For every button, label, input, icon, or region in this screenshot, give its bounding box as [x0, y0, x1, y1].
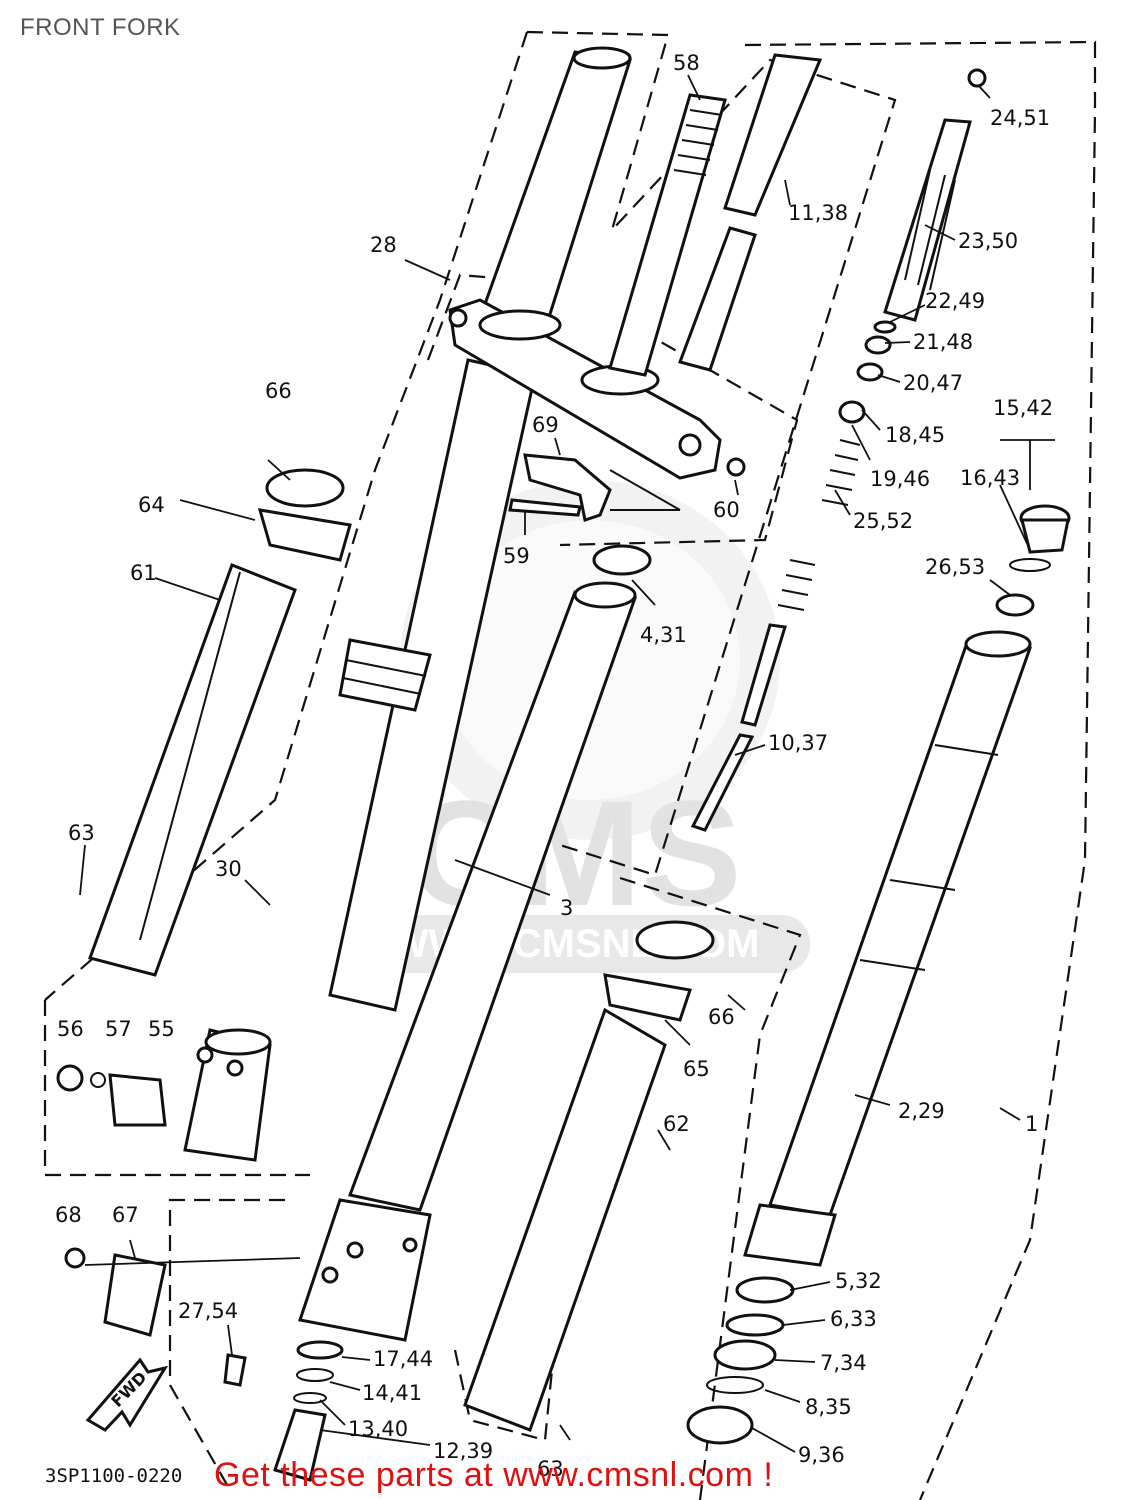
callout-25-52: 25,52 — [853, 509, 913, 533]
spring-58 — [608, 93, 727, 377]
callout-66-b: 66 — [708, 1005, 735, 1029]
center-outer-slider — [298, 1198, 432, 1342]
callout-65: 65 — [683, 1057, 710, 1081]
callout-58: 58 — [673, 51, 700, 75]
callout-59: 59 — [503, 544, 530, 568]
callout-62: 62 — [663, 1112, 690, 1136]
callout-22-49: 22,49 — [925, 289, 985, 313]
outline-lower-left — [168, 1198, 285, 1491]
outline-upper-center — [526, 30, 897, 877]
callout-16-43: 16,43 — [960, 466, 1020, 490]
footer-link-text[interactable]: Get these parts at www.cmsnl.com ! — [214, 1456, 774, 1494]
assembly-outlines — [43, 30, 1097, 1500]
callout-66-a: 66 — [265, 379, 292, 403]
cable-holder — [508, 453, 746, 522]
part-callouts: 58 24,51 11,38 23,50 28 22,49 21,48 20,4… — [55, 51, 1053, 1481]
left-outer-slider — [183, 1028, 272, 1162]
center-inner-tube — [347, 544, 652, 1212]
callout-8-35: 8,35 — [805, 1395, 852, 1419]
callout-2-29: 2,29 — [898, 1099, 945, 1123]
upper-bracket — [448, 298, 722, 480]
callout-19-46: 19,46 — [870, 467, 930, 491]
callout-6-33: 6,33 — [830, 1307, 877, 1331]
seals-and-rings — [686, 1276, 795, 1445]
callout-18-45: 18,45 — [885, 423, 945, 447]
callout-15-42: 15,42 — [993, 396, 1053, 420]
callout-3: 3 — [560, 896, 573, 920]
callout-12-39: 12,39 — [433, 1439, 493, 1463]
callout-26-53: 26,53 — [925, 555, 985, 579]
outline-bracket-right — [559, 329, 799, 547]
callout-67: 67 — [112, 1203, 139, 1227]
callout-23-50: 23,50 — [958, 229, 1018, 253]
diagram-code: 3SP1100-0220 — [45, 1465, 183, 1487]
guard-clamps — [257, 468, 715, 1022]
callout-63-b: 63 — [537, 1457, 564, 1481]
caliper-bracket — [56, 1064, 167, 1127]
callout-24-51: 24,51 — [990, 106, 1050, 130]
left-fork-guard — [88, 563, 297, 977]
callout-14-41: 14,41 — [362, 1381, 422, 1405]
outline-left — [44, 31, 529, 1001]
page-title: FRONT FORK — [20, 14, 181, 41]
fork-cap — [995, 504, 1071, 617]
callout-69: 69 — [532, 413, 559, 437]
callout-4-31: 4,31 — [640, 623, 687, 647]
callout-9-36: 9,36 — [798, 1443, 845, 1467]
callout-11-38: 11,38 — [788, 201, 848, 225]
callout-55: 55 — [148, 1017, 175, 1041]
outline-guard-bottom — [453, 1339, 557, 1442]
callout-63-a: 63 — [68, 821, 95, 845]
callout-60: 60 — [713, 498, 740, 522]
leader-lines — [79, 74, 1055, 1453]
callout-56: 56 — [57, 1017, 84, 1041]
cartridge-parts — [690, 68, 987, 832]
lower-fork-parts — [223, 1340, 344, 1482]
right-outer-tube — [743, 630, 1033, 1267]
callout-7-34: 7,34 — [820, 1351, 867, 1375]
callout-57: 57 — [105, 1017, 132, 1041]
right-fork-guard — [463, 1007, 667, 1432]
callout-5-32: 5,32 — [835, 1269, 882, 1293]
outline-lower-right — [619, 876, 802, 1500]
callout-20-47: 20,47 — [903, 371, 963, 395]
fwd-arrow: FWD — [85, 1357, 169, 1432]
callout-64: 64 — [138, 493, 165, 517]
callout-30: 30 — [215, 857, 242, 881]
callout-21-48: 21,48 — [913, 330, 973, 354]
damper-cylinder — [678, 53, 823, 372]
callout-28: 28 — [370, 233, 397, 257]
callout-27-54: 27,54 — [178, 1299, 238, 1323]
callout-13-40: 13,40 — [348, 1417, 408, 1441]
callout-68: 68 — [55, 1203, 82, 1227]
outline-caliper-box — [43, 1000, 310, 1177]
callout-17-44: 17,44 — [373, 1347, 433, 1371]
bracket-67 — [64, 1247, 167, 1337]
callout-1: 1 — [1025, 1112, 1038, 1136]
callout-61: 61 — [130, 561, 157, 585]
callout-10-37: 10,37 — [768, 731, 828, 755]
